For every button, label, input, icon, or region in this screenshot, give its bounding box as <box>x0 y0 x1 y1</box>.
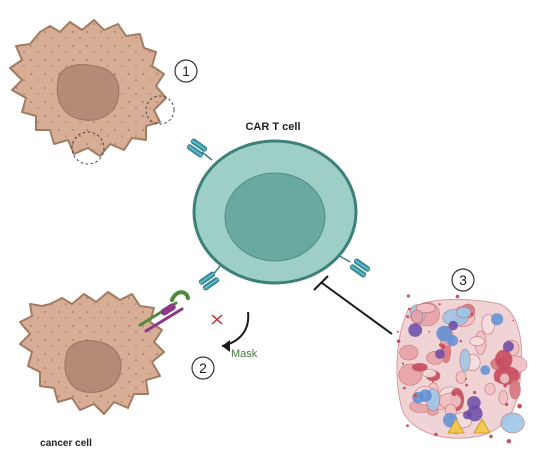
tumor-cell <box>469 336 485 347</box>
tumor-cell <box>411 362 428 372</box>
marker-1-label: 1 <box>182 63 190 79</box>
tumor-cell <box>459 348 471 372</box>
tumor-cell <box>498 390 509 405</box>
car-t-nucleus <box>224 172 326 262</box>
cancer-cell-top <box>9 19 175 165</box>
tumor-cell <box>499 372 510 385</box>
cytokine-particle <box>428 330 431 333</box>
car-receptor <box>337 254 372 279</box>
cytokine-particle <box>470 312 474 316</box>
cytokine-particle <box>406 315 410 319</box>
car-receptor <box>185 137 213 161</box>
car-t-cell-label: CAR T cell <box>245 121 300 133</box>
cytokine-particle <box>494 376 499 382</box>
immune-cell <box>419 389 432 402</box>
warning-triangle-icon <box>473 418 491 434</box>
cytokine-particle <box>438 303 441 306</box>
cytokine-particle <box>506 439 511 444</box>
cancer-cell-nucleus <box>64 340 122 393</box>
cancer-cell-label: cancer cell <box>40 438 92 449</box>
cytokine-particle <box>455 294 460 299</box>
immune-cell <box>448 320 459 331</box>
marker-2: 2 <box>191 356 215 380</box>
antigen-loss-circle <box>145 95 175 125</box>
cancer-cell-nucleus <box>56 64 120 121</box>
antigen-loss-circle <box>71 131 105 165</box>
mask-molecule <box>170 290 190 302</box>
cytokine-particle <box>464 378 467 381</box>
cytokine-particle <box>403 386 406 390</box>
cytokine-particle <box>459 339 462 343</box>
tumor-cell <box>484 382 496 396</box>
cytokine-particle <box>396 339 401 344</box>
cytokine-particle <box>451 391 457 397</box>
tumor-cell <box>494 349 513 370</box>
immune-cell <box>480 365 491 375</box>
immune-cell <box>408 323 423 337</box>
cytokine-particle <box>503 384 507 388</box>
immune-cell <box>435 349 445 359</box>
immune-cell <box>467 396 481 410</box>
inhibition-arrow <box>313 275 393 335</box>
cancer-cell-bottom: cancer cell <box>19 291 165 449</box>
immune-cell <box>491 313 504 326</box>
cytokine-particle <box>517 403 522 409</box>
tumor-cell <box>509 380 521 400</box>
immune-cell <box>467 405 483 422</box>
cytokine-particle <box>473 390 477 395</box>
tumor-cell <box>422 368 437 378</box>
tumor-cell <box>500 412 525 434</box>
cytokine-particle <box>396 330 399 333</box>
tumor-cell <box>410 309 423 324</box>
cytokine-particle <box>505 402 509 407</box>
tumor-microenvironment <box>396 294 528 444</box>
curved-arrow <box>221 311 250 352</box>
cytokine-particle <box>413 393 418 398</box>
tumor-cell <box>415 303 436 314</box>
marker-1: 1 <box>174 59 198 83</box>
cytokine-particle <box>440 344 446 349</box>
tumor-cell <box>399 344 419 361</box>
marker-3: 3 <box>451 268 475 292</box>
tumor-cell <box>455 306 472 319</box>
cytokine-particle <box>406 424 409 428</box>
blocked-binding-icon <box>211 314 223 325</box>
marker-2-label: 2 <box>199 360 207 376</box>
cytokine-particle <box>406 294 411 298</box>
car-receptor <box>197 265 221 292</box>
tumor-cell <box>455 371 467 384</box>
cytokine-particle <box>465 383 468 387</box>
cytokine-particle <box>432 380 434 383</box>
marker-3-label: 3 <box>459 272 467 288</box>
cytokine-particle <box>512 319 514 322</box>
immune-cell <box>436 325 452 342</box>
masked-antigen <box>138 290 190 333</box>
mask-label: Mask <box>231 348 258 360</box>
cytokine-particle <box>401 362 405 365</box>
car-t-cell: CAR T cell <box>192 121 358 285</box>
immune-cell <box>503 341 514 352</box>
cytokine-particle <box>434 432 438 437</box>
warning-triangle-icon <box>447 418 465 434</box>
cytokine-particle <box>489 434 493 439</box>
cytokine-particle <box>408 307 411 311</box>
